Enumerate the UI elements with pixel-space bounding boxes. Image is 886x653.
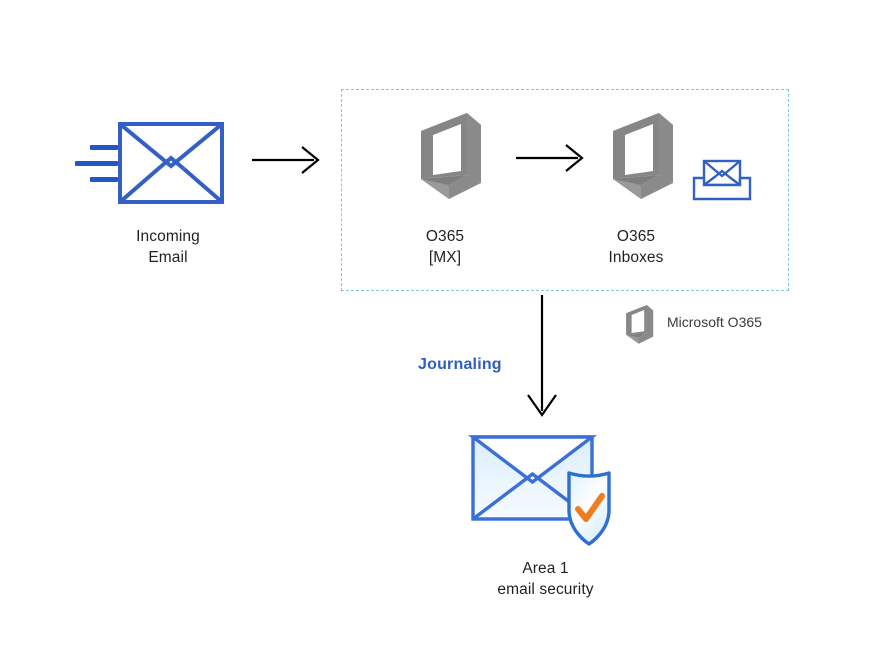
arrow-right-icon bbox=[252, 142, 324, 178]
o365-mx-label: O365 [MX] bbox=[425, 228, 465, 266]
arrow-down-icon bbox=[522, 295, 562, 421]
o365-boundary-dashed-box bbox=[341, 89, 789, 291]
open-envelope-icon bbox=[692, 159, 752, 203]
envelope-icon bbox=[118, 122, 224, 204]
signal-lines-icon bbox=[74, 140, 122, 190]
office-365-icon bbox=[405, 109, 485, 201]
incoming-email-label: Incoming Email bbox=[136, 228, 200, 266]
arrow-right-icon bbox=[516, 140, 588, 176]
shielded-envelope-icon bbox=[467, 432, 634, 550]
legend-label: Microsoft O365 bbox=[667, 314, 762, 330]
journaling-edge-label: Journaling bbox=[418, 356, 502, 373]
office-365-icon bbox=[597, 109, 677, 201]
o365-inboxes-label: O365 Inboxes bbox=[608, 228, 664, 266]
area1-label: Area 1 email security bbox=[497, 560, 594, 598]
legend-office-365-icon bbox=[619, 303, 655, 345]
